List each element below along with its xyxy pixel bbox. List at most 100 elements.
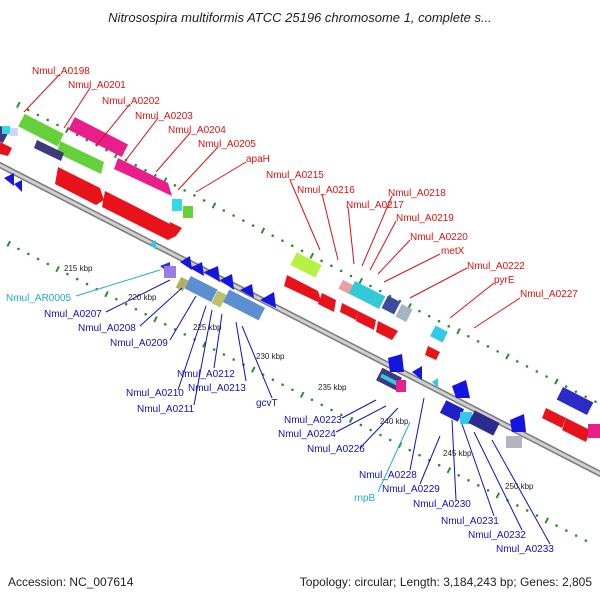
minor-tick [418,453,421,457]
gene-label-top[interactable]: metX [441,246,465,257]
gene-label-bottom[interactable]: gcvT [256,398,278,409]
minor-tick [163,323,167,326]
minor-tick [437,319,441,323]
gene-label-top[interactable]: Nmul_A0219 [396,213,454,224]
minor-tick [17,247,20,251]
kbp-tick-label: 245 kbp [443,449,472,458]
minor-tick [212,348,216,351]
kbp-tick-label: 250 kbp [505,482,534,491]
gene-label-top[interactable]: Nmul_A0218 [388,188,446,199]
gene-arrow [14,180,22,192]
leader-line [155,132,191,173]
minor-tick [134,307,138,311]
gene-label-bottom[interactable]: Nmul_A0208 [78,323,136,334]
leader-line [289,179,321,251]
gene-block [348,281,386,309]
major-tick [260,227,266,234]
gene-block [18,113,64,147]
gene-arrow [150,240,156,250]
minor-tick [349,274,353,278]
gene-block [556,387,594,415]
gene-arrow [240,284,254,298]
kbp-tick-label: 230 kbp [256,352,285,361]
gene-label-top[interactable]: Nmul_A0201 [68,80,126,91]
gene-arrow [340,303,358,320]
gene-label-bottom[interactable]: Nmul_A0233 [496,544,554,555]
gene-label-top[interactable]: Nmul_A0202 [102,96,160,107]
minor-tick [281,383,284,387]
minor-tick [66,272,69,276]
minor-tick [584,395,588,398]
leader-line [449,282,495,319]
gene-label-top[interactable]: Nmul_A0215 [266,170,324,181]
major-tick [55,265,60,273]
gene-label-rna[interactable]: Nmul_AR0005 [6,293,71,304]
minor-tick [565,529,568,532]
gene-label-bottom[interactable]: Nmul_A0224 [278,429,336,440]
minor-tick [525,509,529,512]
gene-label-top[interactable]: apaH [246,154,270,165]
gene-label-bottom[interactable]: Nmul_A0231 [441,516,499,527]
gene-label-top[interactable]: Nmul_A0203 [135,111,193,122]
gene-label-top[interactable]: Nmul_A0216 [297,185,355,196]
gene-label-bottom[interactable]: Nmul_A0229 [382,484,440,495]
gene-arrow [114,158,172,196]
gene-label-top[interactable]: Nmul_A0217 [346,200,404,211]
minor-tick [193,194,196,197]
leader-line [23,73,61,113]
gene-arrow [0,142,12,156]
gene-arrow [425,346,440,360]
gene-label-bottom[interactable]: Nmul_A0228 [359,470,417,481]
gene-label-rna[interactable]: rnpB [354,493,375,504]
leader-line [95,103,131,147]
minor-tick [457,473,461,477]
gene-label-bottom[interactable]: Nmul_A0209 [110,338,168,349]
minor-tick [564,385,568,388]
gene-label-bottom[interactable]: Nmul_A0232 [468,530,526,541]
gene-label-top[interactable]: Nmul_A0205 [198,139,256,150]
gene-label-top[interactable]: Nmul_A0227 [520,289,578,300]
minor-tick [516,504,519,507]
kbp-tick-label: 220 kbp [128,293,157,302]
gene-label-bottom[interactable]: Nmul_A0211 [137,404,195,415]
kbp-tick-label: 235 kbp [318,383,347,392]
gene-label-top[interactable]: Nmul_A0204 [168,125,226,136]
gene-block [338,279,354,295]
minor-tick [26,108,30,112]
minor-tick [320,403,324,407]
minor-tick [26,252,30,256]
gene-label-top[interactable]: Nmul_A0220 [410,232,468,243]
leader-line [369,220,397,271]
gene-label-bottom[interactable]: Nmul_A0230 [413,499,471,510]
accession-text: Accession: NC_007614 [8,575,134,589]
gene-label-bottom[interactable]: Nmul_A0223 [284,415,342,426]
major-tick [495,492,501,499]
gene-label-bottom[interactable]: Nmul_A0212 [177,369,235,380]
gene-label-bottom[interactable]: Nmul_A0226 [307,444,365,455]
gene-arrow [204,266,220,282]
gene-label-top[interactable]: Nmul_A0198 [32,66,90,77]
leader-line [63,87,91,129]
gene-block [460,412,472,424]
minor-tick [222,209,226,212]
minor-tick [310,398,314,402]
minor-tick [418,309,421,313]
leader-line [383,253,441,283]
gene-label-top[interactable]: pyrE [494,275,515,286]
gene-block [2,126,10,134]
major-tick [299,391,305,398]
minor-tick [173,184,177,187]
minor-tick [46,262,50,266]
gene-label-bottom[interactable]: Nmul_A0210 [126,388,184,399]
minor-tick [594,400,597,403]
gene-label-bottom[interactable]: Nmul_A0213 [188,383,246,394]
leader-line [491,439,551,545]
gene-arrow [220,274,234,290]
gene-block [0,118,10,144]
gene-arrow [432,378,438,388]
gene-label-bottom[interactable]: Nmul_A0207 [44,309,102,320]
gene-label-top[interactable]: Nmul_A0222 [467,261,525,272]
minor-tick [154,173,157,177]
leader-line [193,309,213,406]
